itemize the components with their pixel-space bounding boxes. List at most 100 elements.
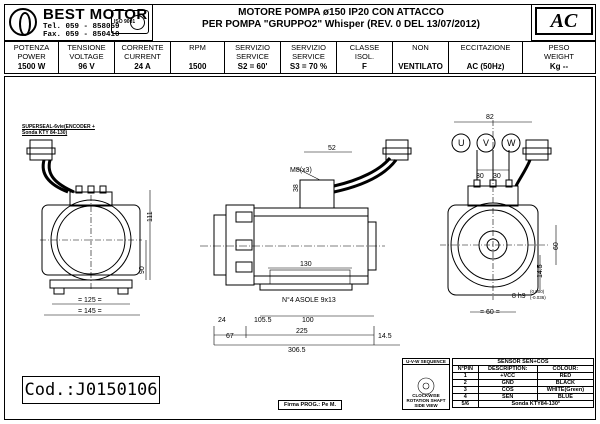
dim-asole: N°4 ASOLE 9x13 — [282, 296, 336, 304]
spec-value: 1500 W — [17, 62, 46, 71]
dim-111: 111 — [147, 211, 154, 222]
dim-m8: M8(x3) — [290, 167, 312, 174]
drawing-frame — [4, 76, 596, 420]
dim-14-5-right: 14.5 — [537, 264, 544, 278]
col-pin: N°PIN — [452, 365, 479, 373]
part-code: Cod.:J0150106 — [22, 376, 160, 404]
iso-text: ISO 9001 — [114, 19, 136, 25]
dim-225: 225 — [296, 328, 308, 335]
dim-306-5: 306.5 — [288, 347, 306, 354]
spec-cell: CLASSE ISOL.F — [337, 41, 393, 73]
dim-14-5: 14.5 — [378, 333, 392, 340]
col-colour: COLOUR: — [536, 365, 595, 373]
spec-value: 24 A — [134, 62, 151, 71]
desc: Sonda KTY84-130° — [477, 400, 595, 408]
phase-v: V — [483, 138, 489, 148]
signature-box: Firma PROG.: Pe M. — [278, 400, 342, 410]
spec-label: PESO WEIGHT — [544, 43, 574, 61]
note-line-1: SUPERSEAL-6vie(ENCODER + — [22, 124, 95, 130]
pin: 1 — [452, 372, 479, 380]
desc: COS — [477, 386, 538, 394]
spec-label: CORRENTE CURRENT — [121, 43, 164, 61]
pin: 5/6 — [452, 400, 479, 408]
dim-145: = 145 = — [78, 308, 102, 315]
dim-60-vertical: 60 — [553, 242, 560, 250]
pin: 3 — [452, 386, 479, 394]
dim-24: 24 — [218, 317, 226, 324]
dim-125: = 125 = — [78, 297, 102, 304]
tolerance-upper: (0.000) — [530, 289, 545, 294]
ac-badge: AC — [535, 7, 593, 35]
spec-label: TENSIONE VOLTAGE — [67, 43, 106, 61]
spec-label: SERVIZIO SERVICE — [291, 43, 326, 61]
spec-label: SERVIZIO SERVICE — [235, 43, 270, 61]
tolerance-lower: (-0.036) — [530, 295, 546, 300]
spec-label: RPM — [189, 43, 206, 52]
drawing-title: MOTORE POMPA ø150 IP20 CON ATTACCO PER P… — [155, 7, 527, 31]
divider — [5, 41, 595, 42]
sequence-title: U-V-W SEQUENCE — [403, 359, 449, 365]
spec-value: VENTILATO — [398, 62, 443, 71]
pin: 2 — [452, 379, 479, 387]
end-view-left — [26, 139, 151, 316]
dim-130: 130 — [300, 261, 312, 268]
note-line-2: Sonda KTY 84-130) — [22, 130, 68, 136]
dim-60-horizontal: = 60 = — [480, 309, 500, 316]
spec-value: AC (50Hz) — [466, 62, 505, 71]
brand-logo-icon — [9, 8, 37, 36]
spec-cell: ECCITAZIONE AC (50Hz) — [449, 41, 523, 73]
dim-90: 90 — [139, 266, 146, 274]
desc: GND — [477, 379, 538, 387]
title-line-2: PER POMPA "GRUPPO2" Whisper (REV. 0 DEL … — [202, 19, 480, 30]
dim-52: 52 — [328, 145, 336, 152]
badge-cell — [531, 5, 595, 41]
end-view-right — [440, 120, 557, 313]
dim-67: 67 — [226, 333, 234, 340]
contact-block: Tel. 059 - 858059 Fax. 059 - 850410 — [43, 23, 120, 39]
phone: Tel. 059 - 858059 — [43, 23, 120, 31]
spec-cell: NON VENTILATO — [393, 41, 449, 73]
dim-38: 38 — [293, 184, 300, 192]
logo-block: BEST MOTOR Tel. 059 - 858059 Fax. 059 - … — [5, 5, 153, 41]
colour: BLUE — [536, 393, 595, 401]
spec-label: NON — [412, 43, 429, 52]
desc: SEN — [477, 393, 538, 401]
tolerance: 8 h9 — [512, 293, 526, 300]
sequence-sub: CLOCKWISE ROTATION SHAFT SIDE VIEW — [406, 393, 446, 408]
dim-30a: 30 — [476, 173, 484, 180]
spec-label: ECCITAZIONE — [460, 43, 511, 52]
phase-w: W — [507, 138, 516, 148]
spec-value: 96 V — [78, 62, 95, 71]
fax: Fax. 059 - 850410 — [43, 31, 120, 39]
spec-label: CLASSE ISOL. — [349, 43, 380, 61]
iso-mark-icon — [130, 15, 145, 30]
iso-badge: ISO 9001 — [111, 10, 149, 34]
colour: BLACK — [536, 379, 595, 387]
title-block: BEST MOTOR Tel. 059 - 858059 Fax. 059 - … — [4, 4, 596, 74]
col-description: DESCRIPTION: — [477, 365, 538, 373]
colour: RED — [536, 372, 595, 380]
dim-105-5: 105.5 — [254, 317, 272, 324]
side-view-center — [200, 139, 412, 346]
spec-label: POTENZA POWER — [13, 43, 50, 61]
uvw-sequence: U-V-W SEQUENCE CLOCKWISE ROTATION SHAFT … — [402, 358, 450, 410]
desc: +VCC — [477, 372, 538, 380]
spec-value: Kg -- — [549, 62, 569, 71]
sensor-table: SENSOR SEN+COS N°PIN DESCRIPTION: COLOUR… — [452, 358, 595, 408]
title-line-1: MOTORE POMPA ø150 IP20 CON ATTACCO — [238, 7, 444, 18]
phase-u: U — [458, 138, 465, 148]
spec-value: F — [362, 62, 367, 71]
sensor-header: SENSOR SEN+COS — [452, 358, 594, 366]
